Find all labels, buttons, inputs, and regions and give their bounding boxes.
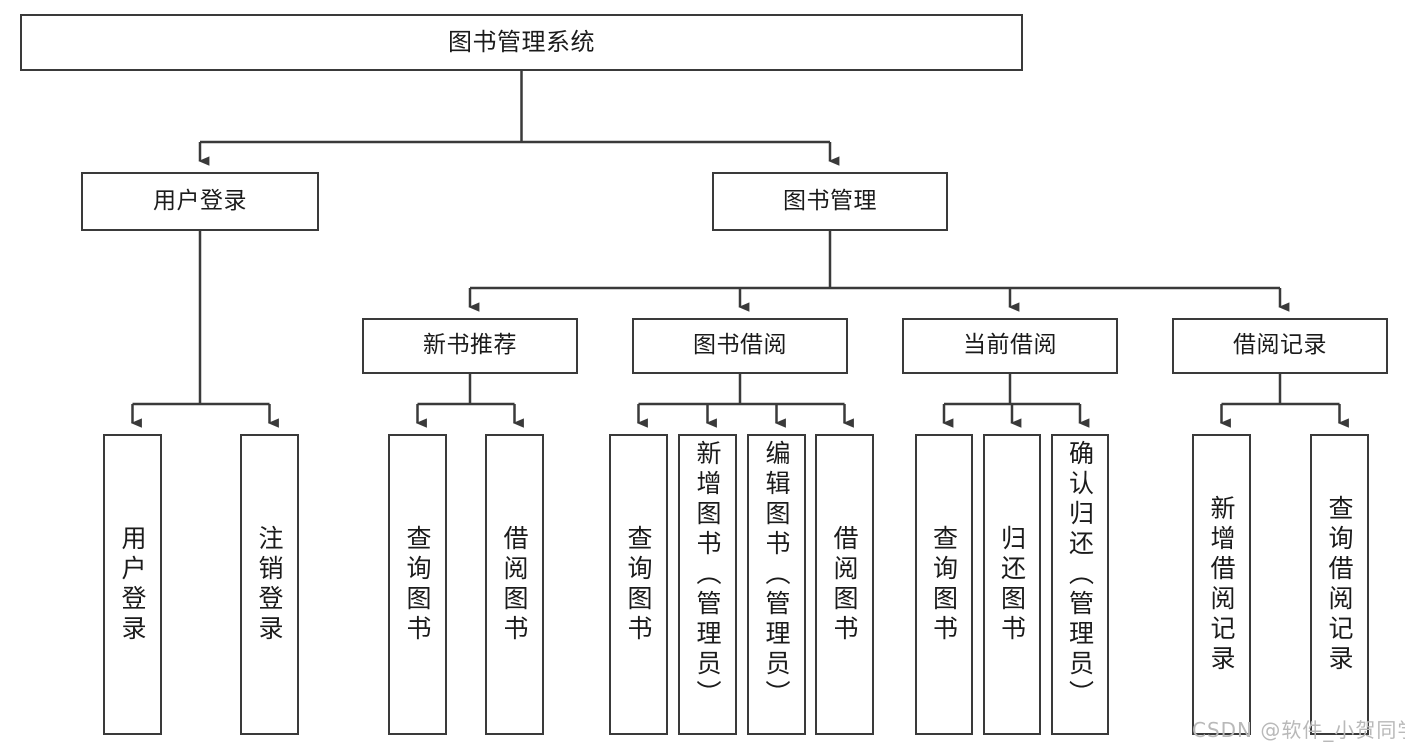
watermark: CSDN @软件_小贺同学 xyxy=(1192,718,1405,742)
node-label: 查询图书 xyxy=(403,524,432,645)
node-book-borrow[interactable]: 图书借阅 xyxy=(632,318,848,374)
node-label: 注销登录 xyxy=(255,524,284,645)
node-leaf-add-book[interactable]: 新增图书（管理员） xyxy=(678,434,737,735)
node-leaf-borrow-book-2[interactable]: 借阅图书 xyxy=(815,434,874,735)
node-label: 新增图书（管理员） xyxy=(693,440,722,710)
node-leaf-logout[interactable]: 注销登录 xyxy=(240,434,299,735)
node-new-book-rec[interactable]: 新书推荐 xyxy=(362,318,578,374)
node-leaf-add-record[interactable]: 新增借阅记录 xyxy=(1192,434,1251,735)
node-label: 新增借阅记录 xyxy=(1207,494,1236,675)
node-label: 用户登录 xyxy=(118,524,147,645)
node-leaf-query-book-2[interactable]: 查询图书 xyxy=(609,434,668,735)
node-leaf-return-book[interactable]: 归还图书 xyxy=(983,434,1041,735)
node-leaf-borrow-book-1[interactable]: 借阅图书 xyxy=(485,434,544,735)
node-book-manage[interactable]: 图书管理 xyxy=(712,172,948,231)
node-label: 编辑图书（管理员） xyxy=(762,440,791,710)
node-label: 归还图书 xyxy=(997,524,1027,645)
node-label: 借阅图书 xyxy=(830,524,859,645)
node-borrow-record[interactable]: 借阅记录 xyxy=(1172,318,1388,374)
node-leaf-confirm-return[interactable]: 确认归还（管理员） xyxy=(1051,434,1109,735)
node-leaf-edit-book[interactable]: 编辑图书（管理员） xyxy=(747,434,806,735)
node-leaf-query-record[interactable]: 查询借阅记录 xyxy=(1310,434,1369,735)
node-label: 用户登录 xyxy=(153,187,247,214)
node-label: 查询图书 xyxy=(929,524,959,645)
node-label: 查询借阅记录 xyxy=(1325,494,1354,675)
node-label: 图书管理 xyxy=(783,187,877,214)
node-user-login[interactable]: 用户登录 xyxy=(81,172,319,231)
node-current-borrow[interactable]: 当前借阅 xyxy=(902,318,1118,374)
node-root[interactable]: 图书管理系统 xyxy=(20,14,1023,71)
node-label: 借阅图书 xyxy=(500,524,529,645)
node-label: 图书借阅 xyxy=(693,332,787,359)
node-label: 确认归还（管理员） xyxy=(1065,440,1095,710)
node-leaf-query-book-1[interactable]: 查询图书 xyxy=(388,434,447,735)
node-label: 当前借阅 xyxy=(963,332,1057,359)
node-label: 借阅记录 xyxy=(1233,332,1327,359)
node-label: 新书推荐 xyxy=(423,332,517,359)
node-label: 查询图书 xyxy=(624,524,653,645)
node-leaf-query-book-3[interactable]: 查询图书 xyxy=(915,434,973,735)
node-leaf-user-login[interactable]: 用户登录 xyxy=(103,434,162,735)
node-label: 图书管理系统 xyxy=(448,28,595,57)
